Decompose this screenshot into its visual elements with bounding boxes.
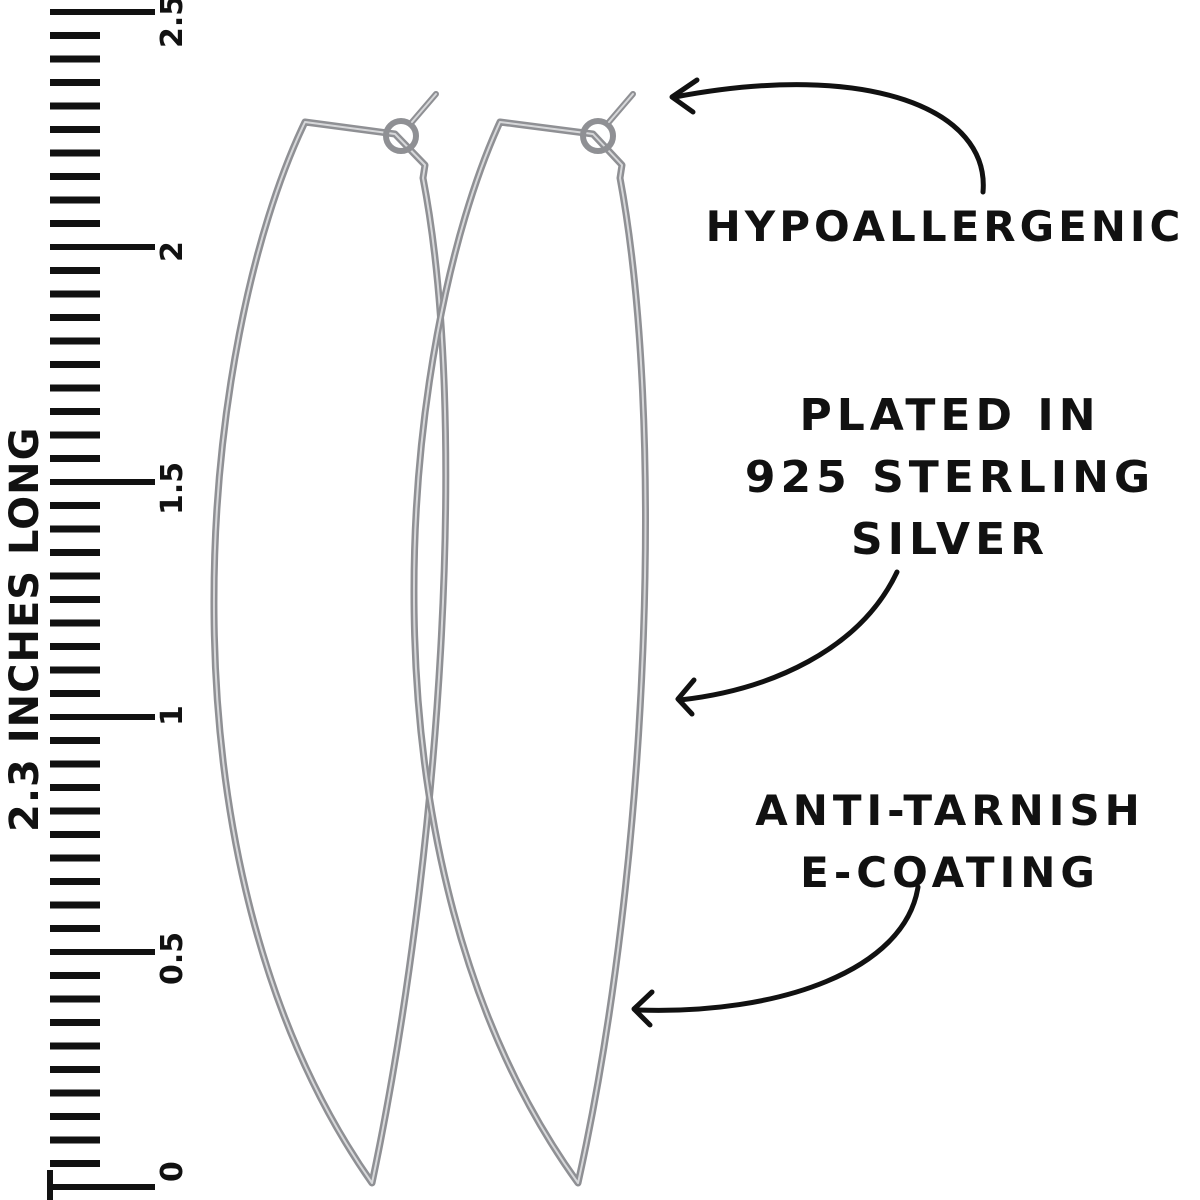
feature-anti-tarnish: ANTI-TARNISH E-COATING [700,780,1200,904]
feature-plated-line-2: 925 STERLING [744,452,1156,503]
ruler-ticks [47,9,155,1200]
feature-plated-line-3: SILVER [850,514,1050,565]
arrow-hypoallergenic [669,77,986,195]
feature-plated-silver: PLATED IN 925 STERLING SILVER [700,385,1200,571]
feature-hypoallergenic-line-1: HYPOALLERGENIC [705,202,1185,251]
tick-label-0: 0 [155,1161,190,1182]
feature-hypoallergenic: HYPOALLERGENIC [690,196,1200,258]
earring-right [410,91,649,1187]
ruler-tick-labels: 0 0.5 1 1.5 2 2.5 [155,0,190,1182]
arrow-coating [631,884,921,1028]
tick-label-0-5: 0.5 [155,932,190,985]
feature-coating-line-2: E-COATING [800,848,1100,897]
tick-label-2: 2 [155,241,190,262]
tick-label-1-5: 1.5 [155,462,190,515]
length-label: 2.3 INCHES LONG [2,427,48,832]
tick-label-2-5: 2.5 [155,0,190,48]
feature-coating-line-1: ANTI-TARNISH [755,786,1145,835]
feature-plated-line-1: PLATED IN [799,390,1101,441]
arrow-plated [675,569,900,717]
earring-left [210,91,450,1187]
tick-label-1: 1 [155,705,190,726]
